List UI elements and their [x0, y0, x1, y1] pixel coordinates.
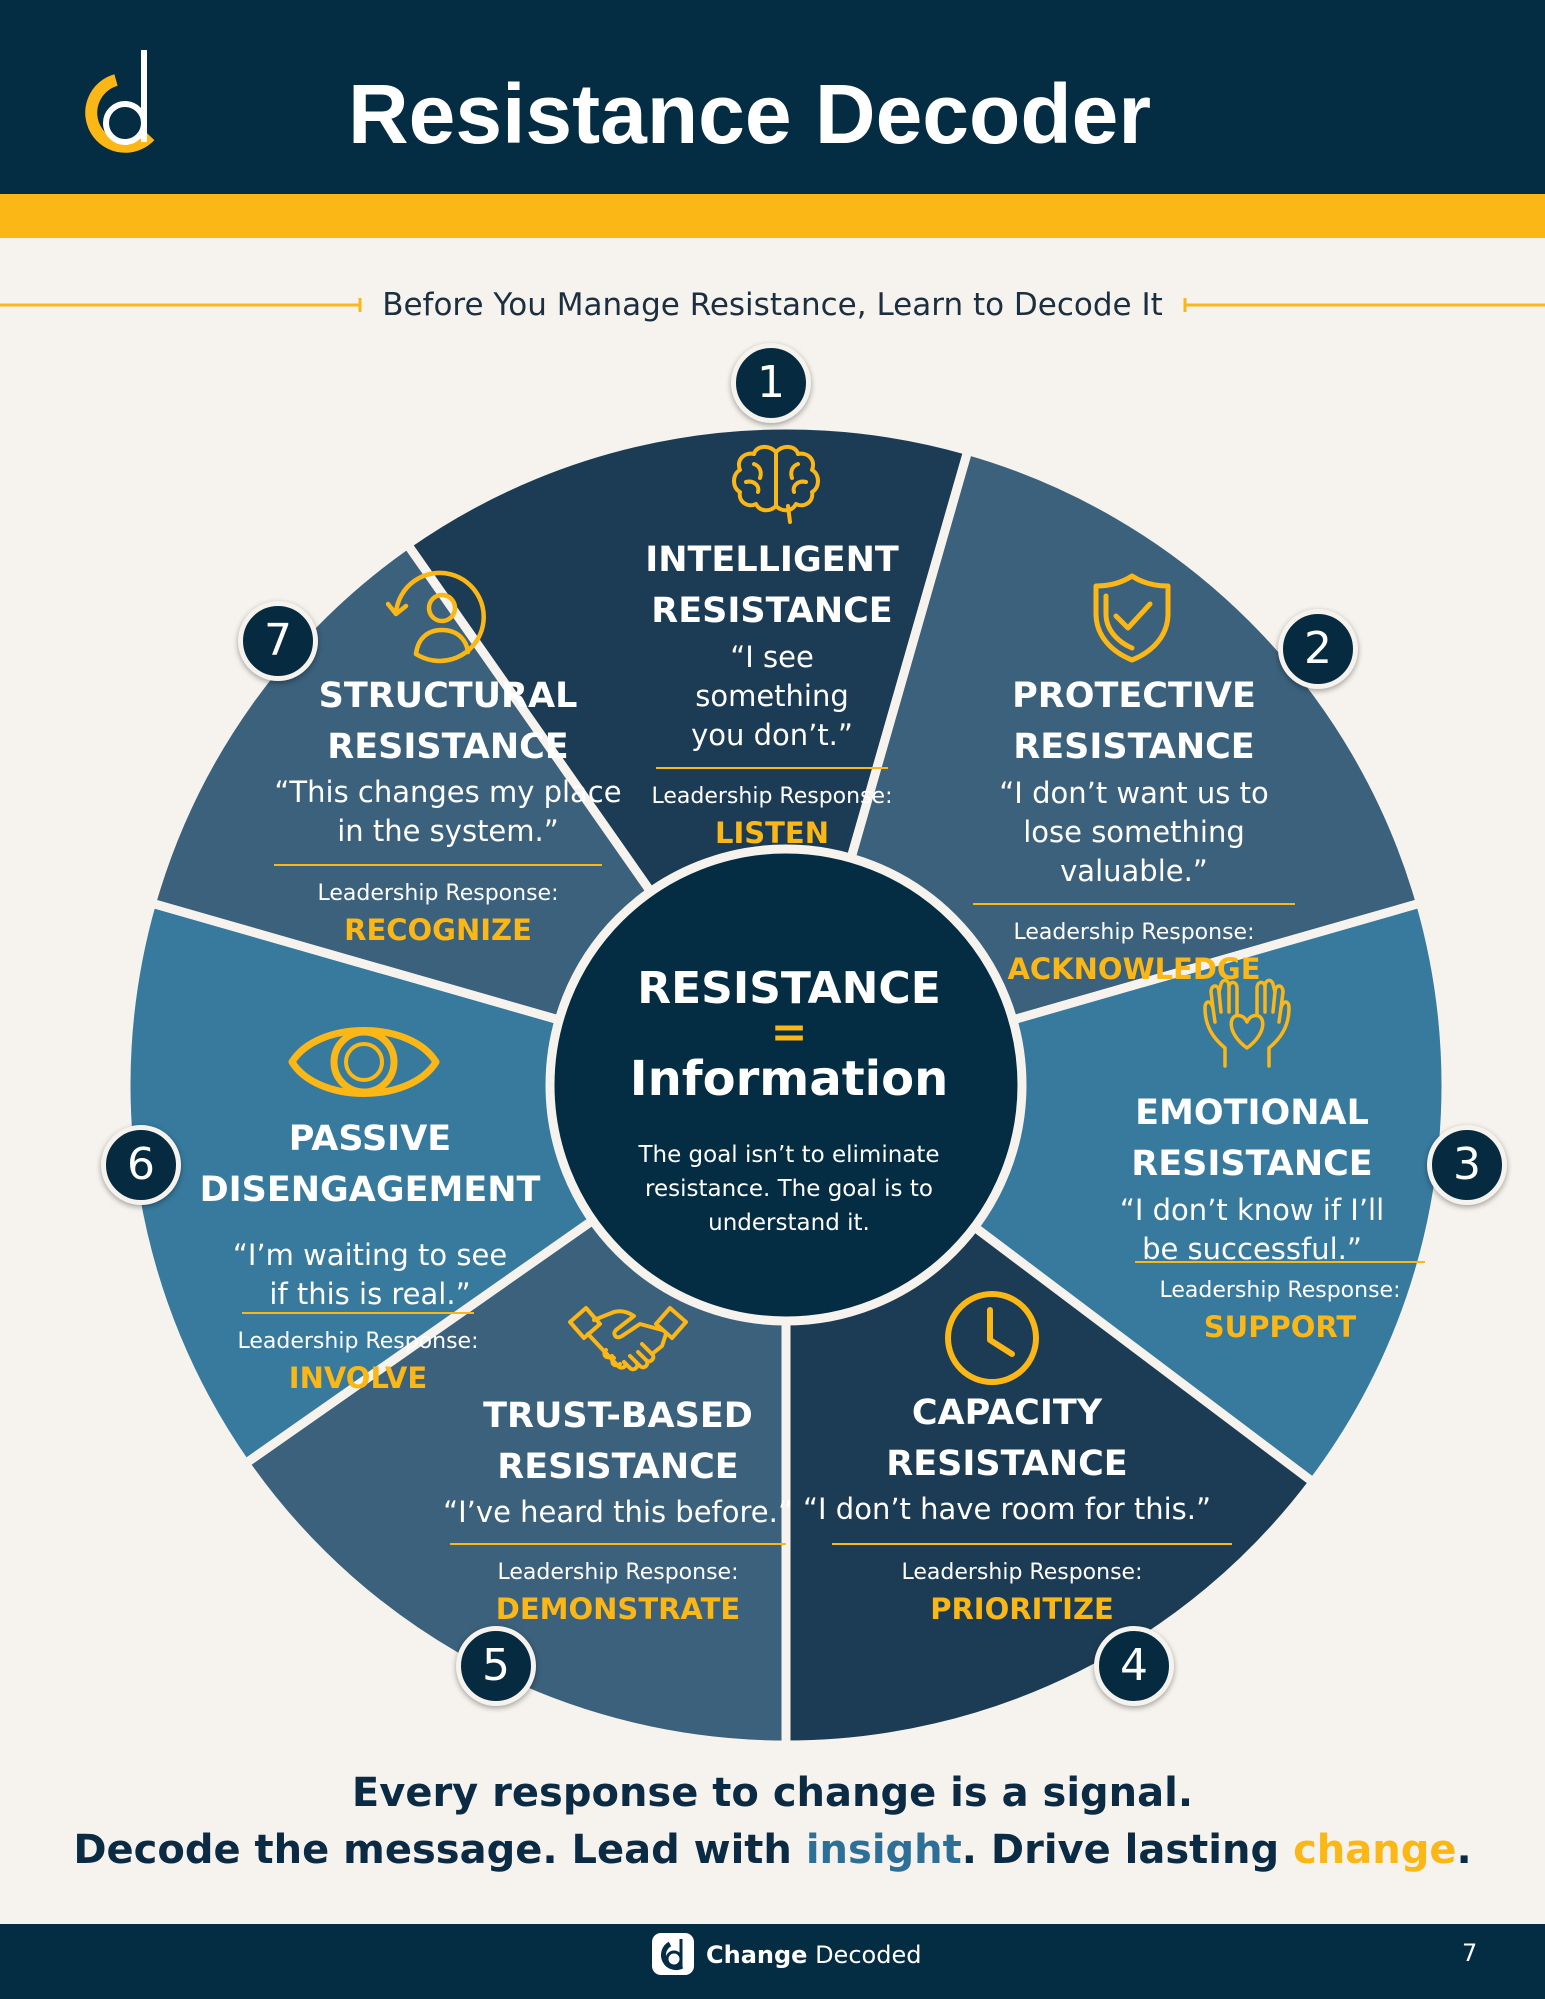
brand-logo-icon [652, 1933, 694, 1975]
section-title: RESISTANCE [1131, 1144, 1373, 1184]
footer-line-2-a: Decode the message. Lead with [73, 1827, 806, 1873]
section-capacity-response: Leadership Response: PRIORITIZE [832, 1543, 1232, 1631]
center-description: The goal isn’t to eliminate resistance. … [638, 1142, 940, 1236]
section-title: RESISTANCE [1013, 727, 1255, 767]
handshake-icon [568, 1306, 688, 1372]
leadership-response: RECOGNIZE [344, 913, 532, 947]
leadership-response: LISTEN [714, 816, 830, 850]
section-divider [656, 767, 888, 769]
brain-icon [732, 445, 820, 524]
shield-check-icon [1093, 573, 1171, 663]
footer-insight: insight [805, 1827, 962, 1873]
section-divider [274, 864, 602, 866]
section-quote: “I don’t know if I’ll be successful.” [1119, 1193, 1385, 1266]
bottom-bar [0, 1924, 1545, 1999]
section-quote: “I see something you don’t.” [691, 640, 853, 752]
section-protective-resistance: PROTECTIVE RESISTANCE “I don’t want us t… [954, 671, 1314, 991]
section-quote: “This changes my place in the system.” [274, 775, 622, 848]
gold-accent-bar [0, 194, 1545, 238]
leadership-response: INVOLVE [288, 1361, 428, 1395]
center-subtitle: Information [629, 1051, 949, 1107]
section-quote: “I don’t have room for this.” [803, 1492, 1211, 1526]
leadership-response-label: Leadership Response: [1013, 920, 1255, 945]
section-title: PROTECTIVE [1012, 676, 1256, 716]
footer-change: change [1293, 1827, 1457, 1873]
header-band [0, 0, 1545, 194]
brand-name: Change Decoded [706, 1938, 921, 1972]
change-decoded-logo-icon [85, 50, 155, 153]
section-structural-resistance: STRUCTURAL RESISTANCE “This changes my p… [268, 671, 628, 851]
leadership-response-label: Leadership Response: [1159, 1278, 1401, 1303]
section-emotional-response: Leadership Response: SUPPORT [1098, 1261, 1462, 1349]
page-title: Resistance Decoder [348, 67, 1152, 161]
section-quote: “I’m waiting to see if this is real.” [232, 1238, 508, 1311]
section-title: RESISTANCE [327, 727, 569, 767]
footer-line-1: Every response to change is a signal. [351, 1770, 1194, 1816]
badge-number-3: 3 [1427, 1125, 1507, 1205]
badge-number-4: 4 [1094, 1626, 1174, 1706]
footer-line-2-b: . Drive lasting [961, 1827, 1294, 1873]
section-quote: “I’ve heard this before.” [443, 1495, 793, 1529]
section-title: RESISTANCE [651, 591, 893, 631]
badge-number-6: 6 [101, 1125, 181, 1205]
section-title: RESISTANCE [886, 1444, 1128, 1484]
section-divider [973, 903, 1295, 905]
section-trust-based-response: Leadership Response: DEMONSTRATE [438, 1543, 798, 1631]
badge-number-1: 1 [731, 343, 811, 423]
leadership-response-label: Leadership Response: [497, 1560, 739, 1585]
section-divider [450, 1543, 786, 1545]
leadership-response-label: Leadership Response: [317, 881, 559, 906]
section-passive-disengagement: PASSIVE DISENGAGEMENT “I’m waiting to se… [190, 1114, 550, 1314]
section-trust-based-resistance: TRUST-BASED RESISTANCE “I’ve heard this … [438, 1391, 798, 1532]
hands-heart-icon [1203, 978, 1291, 1068]
section-passive-response: Leadership Response: INVOLVE [178, 1312, 538, 1400]
center-circle [545, 844, 1027, 1326]
user-rotate-icon [386, 570, 486, 664]
section-title: DISENGAGEMENT [199, 1170, 541, 1210]
center-equals: = [770, 1007, 808, 1058]
page-number: 7 [1462, 1939, 1478, 1967]
subtitle: Before You Manage Resistance, Learn to D… [382, 287, 1163, 323]
footer-message: Every response to change is a signal. De… [0, 1765, 1545, 1879]
section-title: STRUCTURAL [318, 676, 578, 716]
section-structural-response: Leadership Response: RECOGNIZE [258, 864, 618, 952]
leadership-response-label: Leadership Response: [651, 784, 893, 809]
brand-name-light: Decoded [815, 1941, 922, 1969]
badge-number-2: 2 [1278, 609, 1358, 689]
subtitle-rule-right [1183, 298, 1545, 312]
section-quote: “I don’t want us to lose something valua… [999, 776, 1269, 888]
section-emotional-resistance: EMOTIONAL RESISTANCE “I don’t know if I’… [1072, 1088, 1432, 1269]
section-title: CAPACITY [911, 1393, 1103, 1433]
leadership-response-label: Leadership Response: [901, 1560, 1143, 1585]
leadership-response: PRIORITIZE [930, 1592, 1114, 1626]
footer-line-2-c: . [1456, 1827, 1472, 1873]
section-divider [1135, 1261, 1425, 1263]
leadership-response: ACKNOWLEDGE [1007, 952, 1261, 986]
section-divider [832, 1543, 1232, 1545]
subtitle-rule-left [0, 298, 362, 312]
clock-icon [945, 1291, 1039, 1385]
section-title: EMOTIONAL [1135, 1093, 1369, 1133]
section-title: PASSIVE [288, 1119, 452, 1159]
footer-line-2: Decode the message. Lead with insight. D… [0, 1822, 1545, 1879]
eye-icon [288, 1027, 440, 1097]
section-title: TRUST-BASED [483, 1396, 753, 1436]
leadership-response: SUPPORT [1203, 1310, 1357, 1344]
section-capacity-resistance: CAPACITY RESISTANCE “I don’t have room f… [803, 1388, 1211, 1529]
section-title: RESISTANCE [497, 1447, 739, 1487]
badge-number-7: 7 [238, 601, 318, 681]
section-title: INTELLIGENT [645, 540, 899, 580]
center-title: RESISTANCE [637, 963, 941, 1014]
center-hub: RESISTANCE = Information The goal isn’t … [579, 960, 999, 1240]
section-intelligent-resistance: INTELLIGENT RESISTANCE “I see something … [592, 535, 952, 855]
brand-name-bold: Change [706, 1941, 808, 1969]
leadership-response-label: Leadership Response: [237, 1329, 479, 1354]
badge-number-5: 5 [456, 1626, 536, 1706]
section-divider [242, 1312, 474, 1314]
leadership-response: DEMONSTRATE [495, 1592, 741, 1626]
